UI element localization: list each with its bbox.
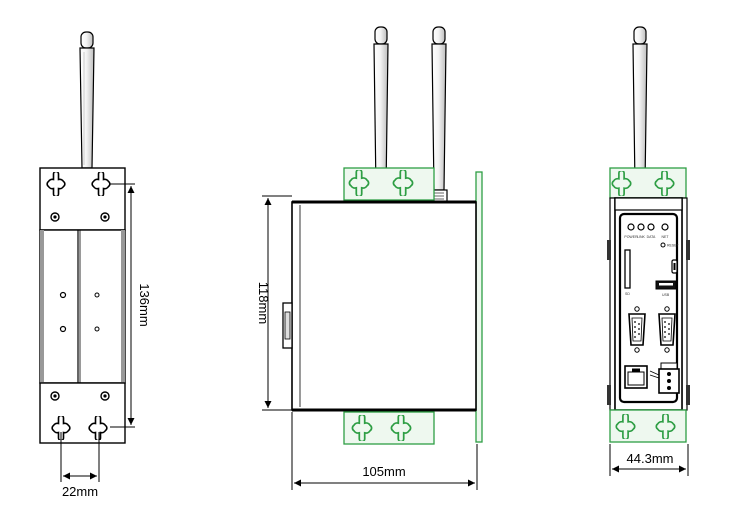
serial-port-2[interactable] — [658, 306, 676, 353]
led-label: DATA — [647, 235, 656, 239]
top-bracket — [343, 167, 435, 201]
hole-spacing-label: 22mm — [62, 484, 98, 499]
led-indicator — [637, 223, 645, 231]
antenna-icon — [430, 26, 448, 203]
led-indicator — [647, 223, 655, 231]
back-body — [39, 229, 126, 384]
top-bracket — [609, 167, 687, 199]
reset-button[interactable] — [660, 242, 666, 248]
side-body — [291, 201, 477, 411]
usb-label: USB — [662, 293, 670, 297]
led-label: LINK — [637, 235, 645, 239]
sd-card-slot[interactable] — [624, 249, 631, 289]
led-indicator — [627, 223, 635, 231]
led-label: POWER — [624, 235, 638, 239]
sd-label: SD — [625, 292, 630, 296]
front-width-label: 44.3mm — [627, 451, 674, 466]
antenna-icon — [79, 31, 95, 169]
power-terminal[interactable] — [649, 362, 680, 394]
led-label: NET — [662, 235, 670, 239]
side-height-label: 118mm — [256, 282, 271, 324]
ethernet-port[interactable] — [624, 365, 648, 389]
back-view: 136mm 22mm — [39, 31, 152, 499]
side-depth-label: 105mm — [362, 464, 405, 479]
din-rail-clip — [475, 171, 483, 443]
led-row: POWER LINK DATA NET — [624, 223, 670, 239]
led-indicator — [661, 223, 669, 231]
back-height-label: 136mm — [137, 283, 152, 326]
side-view: 118mm 105mm — [256, 26, 483, 490]
serial-port-1[interactable] — [628, 306, 646, 353]
front-panel — [618, 212, 679, 404]
reset-label: RESET — [667, 244, 680, 248]
front-view: POWER LINK DATA NET RESET SD USB — [607, 26, 690, 476]
bottom-bracket — [343, 411, 435, 445]
